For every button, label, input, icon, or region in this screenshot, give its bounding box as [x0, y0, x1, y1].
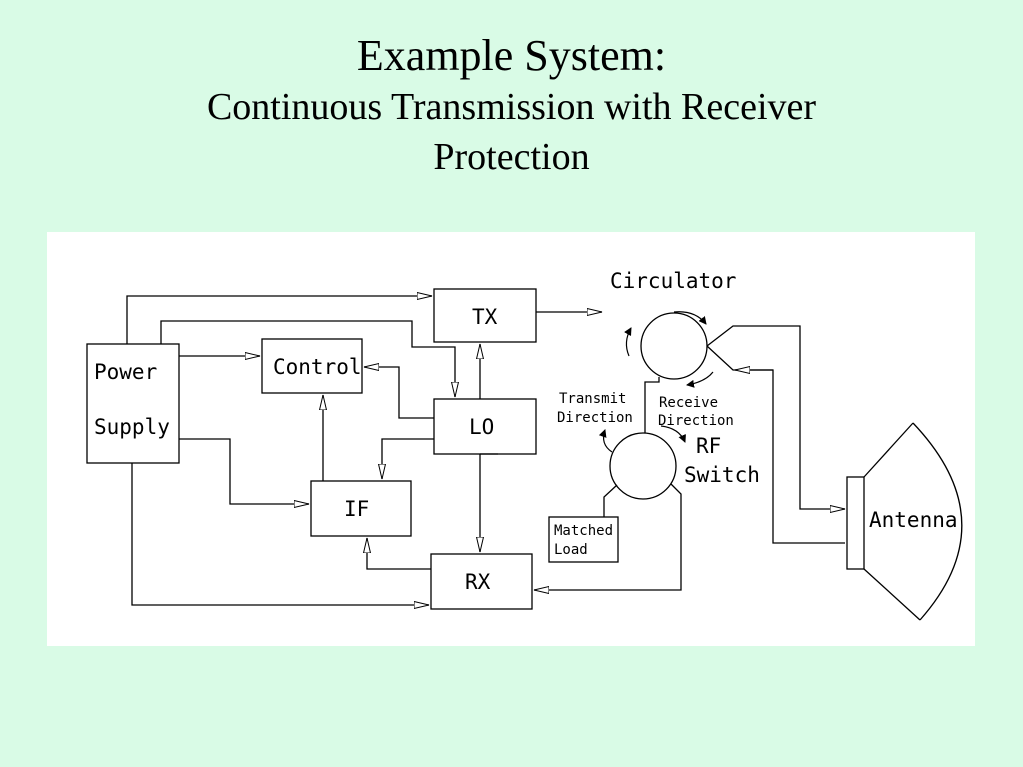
receive-direction-label-line1: Receive: [659, 395, 718, 411]
control-label: Control: [273, 355, 362, 379]
control-block: [261, 338, 363, 394]
antenna-label: Antenna: [869, 508, 958, 532]
slide-title: Example System:: [356, 31, 667, 80]
receive-direction-label-line2: Direction: [658, 413, 734, 429]
block-diagram: Power Supply Control TX LO IF RX Matched…: [86, 269, 963, 621]
tx-block: [433, 288, 537, 343]
block-diagram-panel: Power Supply Control TX LO IF RX Matched…: [47, 232, 975, 646]
rf-switch-symbol: [609, 432, 677, 500]
transmit-direction-label-line1: Transmit: [559, 391, 626, 407]
power-supply-label-line2: Supply: [94, 415, 170, 439]
rf-switch-label-line2: Switch: [684, 463, 760, 487]
matched-load-label-line2: Load: [554, 542, 588, 558]
rf-switch-label-line1: RF: [696, 434, 721, 458]
slide-title-block: Example System: Continuous Transmission …: [0, 30, 1023, 182]
if-label: IF: [344, 497, 369, 521]
antenna-symbol: [846, 422, 963, 621]
rx-block: [430, 553, 533, 610]
matched-load-label-line1: Matched: [554, 523, 613, 539]
if-block: [310, 480, 412, 537]
matched-load-block: [548, 516, 619, 563]
power-supply-block: [86, 343, 180, 464]
lo-label: LO: [469, 415, 494, 439]
rx-label: RX: [465, 570, 491, 594]
transmit-direction-label-line2: Direction: [557, 410, 633, 426]
tx-label: TX: [472, 305, 498, 329]
power-supply-label-line1: Power: [94, 360, 157, 384]
circulator-symbol: [640, 312, 708, 380]
circulator-label: Circulator: [610, 269, 736, 293]
slide-subtitle: Continuous Transmission with Receiver Pr…: [206, 86, 817, 178]
